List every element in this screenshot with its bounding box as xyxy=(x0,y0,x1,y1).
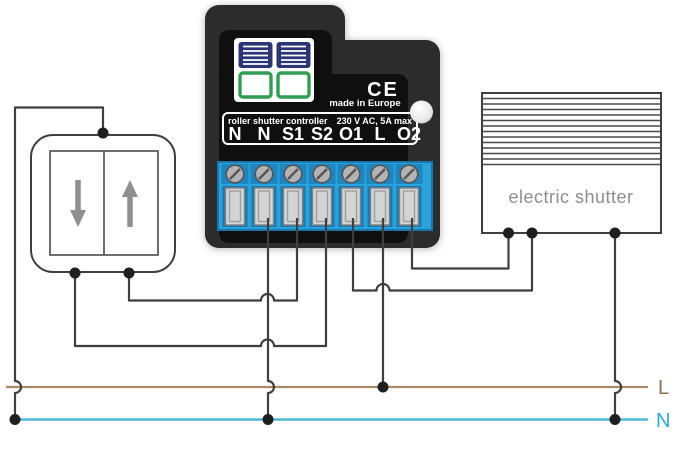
junction-dot xyxy=(503,227,514,239)
terminal-contact xyxy=(338,186,364,227)
wire-shutter-to-neutral xyxy=(613,233,623,420)
brand-logo xyxy=(234,38,314,102)
terminal-label-n2: N xyxy=(258,124,271,144)
wire-switch-up-to-s1 xyxy=(127,218,299,302)
junction-dot xyxy=(609,227,621,239)
screw-icon xyxy=(283,164,303,184)
shutter-frame xyxy=(481,92,662,234)
live-bus-label: L xyxy=(658,377,669,399)
screw-icon xyxy=(225,164,245,184)
screw-icon xyxy=(341,164,361,184)
screw-icon xyxy=(399,164,419,184)
shutter-slats xyxy=(482,97,661,166)
junction-dots xyxy=(9,127,621,425)
power-bus: L N xyxy=(6,377,670,432)
terminal-label-n1: N xyxy=(229,124,242,144)
controller-device: CE made in Europe roller shutter control… xyxy=(205,5,440,248)
logo-shutter-tile-icon xyxy=(238,42,273,68)
logo-window-tile-icon xyxy=(238,71,273,99)
device-rating-label: 230 V AC, 5A max xyxy=(337,116,412,126)
screw-icon xyxy=(370,164,390,184)
junction-dot xyxy=(123,267,135,279)
terminal-label-s2: S2 xyxy=(311,124,333,144)
terminal-label-l: L xyxy=(375,124,386,144)
junction-dot xyxy=(97,127,109,139)
wire-o2-to-shutter xyxy=(410,218,510,270)
junction-dot xyxy=(262,414,274,425)
up-arrow-icon xyxy=(122,180,138,227)
terminal-contact xyxy=(396,186,422,227)
junction-dot xyxy=(69,267,81,279)
junction-dot xyxy=(9,414,21,425)
wire-switch-down-to-s2 xyxy=(73,218,328,348)
screw-icon xyxy=(254,164,274,184)
terminal-label-o1: O1 xyxy=(339,124,363,144)
junction-dot xyxy=(609,414,621,425)
wire-o1-to-shutter xyxy=(351,218,534,292)
electric-shutter-box: electric shutter xyxy=(481,92,662,234)
terminal-label-s1: S1 xyxy=(282,124,304,144)
device-label-box: roller shutter controller 230 V AC, 5A m… xyxy=(222,112,421,145)
shutter-label: electric shutter xyxy=(508,187,633,207)
ce-mark: CE xyxy=(367,79,399,101)
wires xyxy=(13,106,623,420)
switch-frame xyxy=(30,134,176,273)
terminal-contacts xyxy=(222,186,422,227)
neutral-bus-label: N xyxy=(656,410,670,432)
screw-icons xyxy=(225,164,419,184)
reset-button xyxy=(410,100,433,124)
junction-dot xyxy=(526,227,538,239)
device-name-label: roller shutter controller xyxy=(228,116,328,126)
wall-switch xyxy=(30,134,176,273)
terminal-contact xyxy=(222,186,248,227)
junction-dot xyxy=(377,381,389,393)
screw-icon xyxy=(312,164,332,184)
wire-switch-common-to-neutral xyxy=(13,106,105,420)
terminal-contact xyxy=(280,186,306,227)
logo-shutter-tile-icon xyxy=(276,42,311,68)
logo-window-tile-icon xyxy=(276,71,311,99)
terminal-contact xyxy=(251,186,277,227)
terminal-label-o2: O2 xyxy=(397,124,421,144)
terminal-contact xyxy=(309,186,335,227)
down-arrow-icon xyxy=(70,180,86,227)
terminal-contact xyxy=(367,186,393,227)
origin-label: made in Europe xyxy=(329,98,400,109)
wire-n-terminal-to-neutral xyxy=(266,218,276,420)
